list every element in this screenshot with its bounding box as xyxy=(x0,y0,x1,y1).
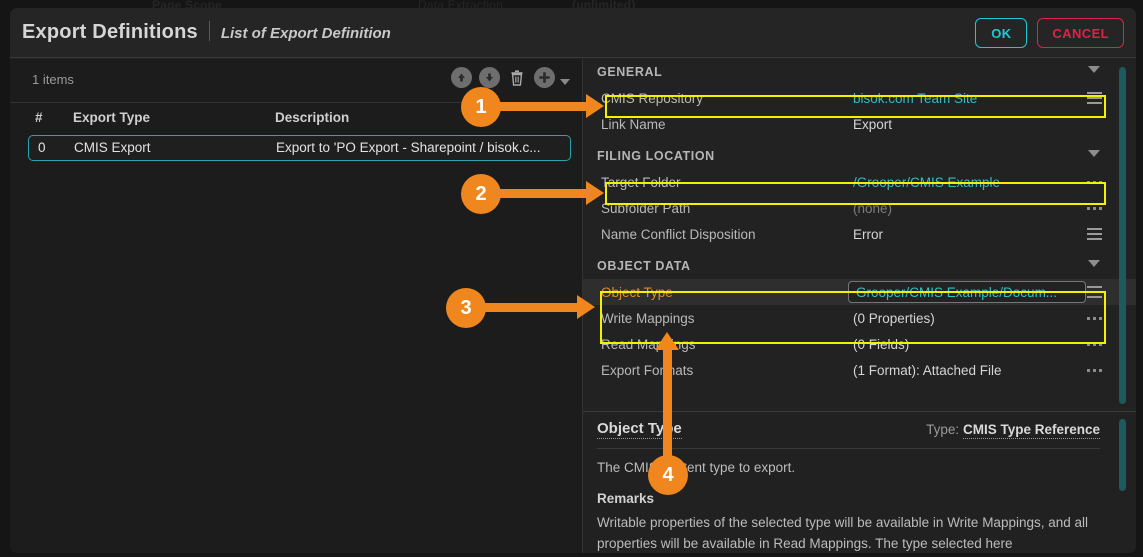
dialog-actions: OK CANCEL xyxy=(975,18,1124,48)
property-label: Write Mappings xyxy=(601,310,695,326)
add-dropdown-caret-icon[interactable] xyxy=(560,78,570,85)
list-toolbar: 1 items xyxy=(10,59,582,103)
description-type: Type: CMIS Type Reference xyxy=(926,422,1100,439)
page-subtitle: List of Export Definition xyxy=(220,25,391,42)
property-label: Link Name xyxy=(601,116,666,132)
list-toolbar-icons xyxy=(451,67,570,88)
property-row-target-folder[interactable]: Target Folder /Grooper/CMIS Example xyxy=(583,169,1136,195)
title-group: Export Definitions List of Export Defini… xyxy=(22,18,391,44)
chevron-down-icon[interactable] xyxy=(1088,150,1100,157)
object-type-combobox[interactable]: Grooper/CMIS Example/Docum... xyxy=(848,281,1086,303)
column-header-num: # xyxy=(35,110,43,125)
description-header: Object Type Type: CMIS Type Reference xyxy=(583,413,1136,445)
property-value[interactable]: (none) xyxy=(853,200,893,216)
property-label: Read Mappings xyxy=(601,336,696,352)
column-header-description: Description xyxy=(275,110,350,125)
description-remarks-body: Writable properties of the selected type… xyxy=(597,515,1089,551)
property-value[interactable]: Error xyxy=(853,226,883,242)
property-value[interactable]: /Grooper/CMIS Example xyxy=(853,174,1001,190)
property-row-export-formats[interactable]: Export Formats (1 Format): Attached File xyxy=(583,357,1136,383)
property-group-filing-location[interactable]: FILING LOCATION xyxy=(583,143,1136,169)
property-value[interactable]: bisok.com Team Site xyxy=(853,90,978,106)
property-label: Target Folder xyxy=(601,174,681,190)
hamburger-icon[interactable] xyxy=(1087,85,1102,111)
property-row-cmis-repository[interactable]: CMIS Repository bisok.com Team Site xyxy=(583,85,1136,111)
description-scrollbar[interactable] xyxy=(1119,419,1126,491)
table-row[interactable]: 0 CMIS Export Export to 'PO Export - Sha… xyxy=(28,135,571,161)
title-divider xyxy=(208,21,210,41)
property-grid-scrollbar[interactable] xyxy=(1119,67,1126,404)
chevron-down-icon[interactable] xyxy=(1088,66,1100,73)
cancel-button[interactable]: CANCEL xyxy=(1037,18,1124,48)
ok-button[interactable]: OK xyxy=(975,18,1028,48)
description-pane: Object Type Type: CMIS Type Reference Th… xyxy=(583,413,1136,553)
property-group-object-data[interactable]: OBJECT DATA xyxy=(583,253,1136,279)
description-body: The CMIS content type to export. Remarks… xyxy=(583,449,1136,553)
property-group-general[interactable]: GENERAL xyxy=(583,59,1136,85)
row-description: Export to 'PO Export - Sharepoint / biso… xyxy=(276,140,541,155)
property-value[interactable]: (0 Properties) xyxy=(853,310,935,326)
property-label: Object Type xyxy=(601,284,673,300)
group-label-object-data: OBJECT DATA xyxy=(597,259,691,273)
group-label-general: GENERAL xyxy=(597,65,663,79)
property-label: CMIS Repository xyxy=(601,90,704,106)
hamburger-icon[interactable] xyxy=(1087,279,1102,305)
dialog-titlebar: Export Definitions List of Export Defini… xyxy=(10,8,1136,58)
ellipsis-icon[interactable] xyxy=(1087,305,1102,331)
hamburger-icon[interactable] xyxy=(1087,221,1102,247)
group-label-filing-location: FILING LOCATION xyxy=(597,149,715,163)
ellipsis-icon[interactable] xyxy=(1087,331,1102,357)
description-remarks-heading: Remarks xyxy=(597,491,655,506)
property-label: Export Formats xyxy=(601,362,694,378)
add-icon[interactable] xyxy=(534,67,555,88)
description-title: Object Type xyxy=(597,420,682,439)
property-label: Subfolder Path xyxy=(601,200,691,216)
ellipsis-icon[interactable] xyxy=(1087,169,1102,195)
move-down-icon[interactable] xyxy=(479,67,500,88)
property-row-name-conflict-disposition[interactable]: Name Conflict Disposition Error xyxy=(583,221,1136,247)
property-row-object-type[interactable]: Object Type Grooper/CMIS Example/Docum..… xyxy=(583,279,1136,305)
chevron-down-icon[interactable] xyxy=(1088,260,1100,267)
description-type-value[interactable]: CMIS Type Reference xyxy=(962,422,1100,439)
delete-icon[interactable] xyxy=(507,67,527,88)
property-label: Name Conflict Disposition xyxy=(601,226,756,242)
ellipsis-icon[interactable] xyxy=(1087,357,1102,383)
ellipsis-icon[interactable] xyxy=(1087,195,1102,221)
row-index: 0 xyxy=(38,140,46,155)
property-row-subfolder-path[interactable]: Subfolder Path (none) xyxy=(583,195,1136,221)
description-divider xyxy=(597,448,1100,449)
item-count-label: 1 items xyxy=(32,72,74,87)
export-definitions-dialog: Export Definitions List of Export Defini… xyxy=(10,8,1136,553)
property-panel: GENERAL CMIS Repository bisok.com Team S… xyxy=(583,59,1136,553)
property-grid: GENERAL CMIS Repository bisok.com Team S… xyxy=(583,59,1136,412)
description-summary: The CMIS content type to export. xyxy=(597,460,796,475)
row-export-type: CMIS Export xyxy=(74,140,151,155)
page-title: Export Definitions xyxy=(22,21,198,43)
property-value[interactable]: (0 Fields) xyxy=(853,336,910,352)
property-row-link-name[interactable]: Link Name Export xyxy=(583,111,1136,137)
description-type-label: Type: xyxy=(926,422,960,437)
dialog-body: 1 items xyxy=(10,59,1136,553)
property-value[interactable]: Export xyxy=(853,116,893,132)
property-value[interactable]: (1 Format): Attached File xyxy=(853,362,1002,378)
export-list-panel: 1 items xyxy=(10,59,583,553)
list-column-headers: # Export Type Description xyxy=(10,103,582,133)
column-header-export-type: Export Type xyxy=(73,110,151,125)
property-row-write-mappings[interactable]: Write Mappings (0 Properties) xyxy=(583,305,1136,331)
move-up-icon[interactable] xyxy=(451,67,472,88)
property-row-read-mappings[interactable]: Read Mappings (0 Fields) xyxy=(583,331,1136,357)
